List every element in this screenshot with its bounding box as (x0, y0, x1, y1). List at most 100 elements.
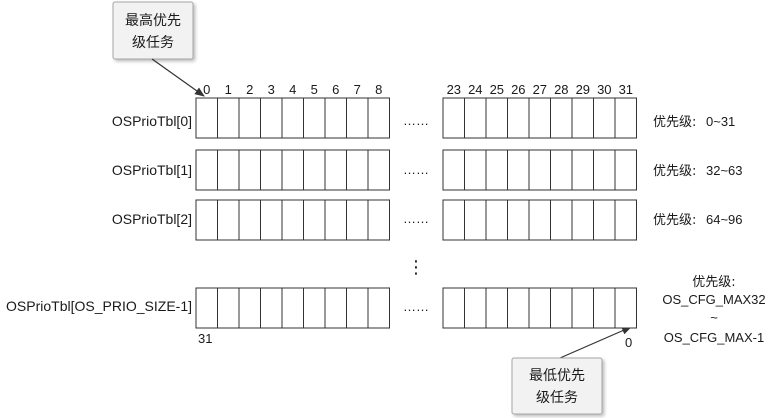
bit-cell (593, 97, 616, 139)
row-range-label: 优先级: (653, 164, 696, 179)
row-cells-left (195, 199, 390, 241)
priority-table-rows: OSPrioTbl[0] …… 优先级: 0~31 OSPrioTbl[1] …… (6, 97, 766, 350)
bit-cell (303, 199, 326, 241)
bit-cell (195, 199, 218, 241)
row-ellipsis: …… (403, 113, 429, 128)
lowest-callout-arrow (559, 326, 632, 359)
bit-cell (593, 287, 616, 329)
lowest-callout-line1: 最低优先 (529, 368, 585, 384)
bit-cell (217, 97, 240, 139)
bit-index-label: 7 (354, 82, 361, 97)
bit-cell (442, 287, 465, 329)
bit-cell (507, 149, 530, 191)
bit-cell (507, 199, 530, 241)
bit-cell (507, 287, 530, 329)
bit-cell (281, 97, 304, 139)
bit-cell (195, 97, 218, 139)
last-range-from: OS_CFG_MAX32 (662, 292, 765, 307)
bit-cell (528, 199, 551, 241)
row-2: OSPrioTbl[2] …… 优先级: 64~96 (112, 199, 743, 241)
row-range-value: 0~31 (706, 114, 735, 129)
bit-cell (614, 97, 637, 139)
bit-cell (346, 149, 369, 191)
bit-cell (260, 199, 283, 241)
bit-cell (571, 97, 594, 139)
bit-cell (238, 287, 261, 329)
vertical-ellipsis: ⋮ (407, 257, 425, 277)
bit-cell (442, 97, 465, 139)
bit-cell (217, 287, 240, 329)
row-range-label: 优先级: (653, 115, 696, 130)
bit-cell (303, 287, 326, 329)
bottom-right-number: 0 (625, 335, 632, 350)
bit-index-label: 1 (225, 82, 232, 97)
bit-cell (238, 97, 261, 139)
row-label: OSPrioTbl[0] (112, 113, 192, 129)
bit-index-label: 30 (597, 82, 611, 97)
bit-cell (442, 149, 465, 191)
row-label: OSPrioTbl[2] (112, 211, 192, 227)
bit-cell (464, 97, 487, 139)
bit-cell (593, 199, 616, 241)
bit-cell (346, 97, 369, 139)
row-label: OSPrioTbl[OS_PRIO_SIZE-1] (6, 298, 192, 314)
row-last: OSPrioTbl[OS_PRIO_SIZE-1] …… 优先级: OS_CFG… (6, 275, 766, 345)
highest-callout-line2: 级任务 (132, 35, 174, 51)
bit-cell (324, 199, 347, 241)
bit-index-label: 25 (490, 82, 504, 97)
bit-cell (614, 199, 637, 241)
bit-cell (324, 149, 347, 191)
highest-callout-arrow (151, 58, 205, 97)
bit-cell (528, 149, 551, 191)
bit-index-label: 31 (619, 82, 633, 97)
bit-cell (217, 149, 240, 191)
bit-index-label: 3 (268, 82, 275, 97)
bit-cell (442, 199, 465, 241)
row-cells-right (442, 149, 637, 191)
row-ellipsis: …… (403, 162, 429, 177)
bit-cell (571, 287, 594, 329)
bit-cell (303, 149, 326, 191)
bit-cell (550, 149, 573, 191)
row-0: OSPrioTbl[0] …… 优先级: 0~31 (112, 97, 735, 139)
bit-cell (260, 287, 283, 329)
bit-cell (367, 97, 390, 139)
last-range-tilde: ~ (710, 310, 718, 325)
row-1: OSPrioTbl[1] …… 优先级: 32~63 (112, 149, 743, 191)
row-range-label: 优先级: (653, 213, 696, 228)
lowest-callout-line2: 级任务 (536, 390, 578, 406)
bit-cell (528, 287, 551, 329)
bit-cell (485, 97, 508, 139)
bit-index-label: 6 (332, 82, 339, 97)
row-cells-right (442, 97, 637, 139)
bit-cell (367, 199, 390, 241)
bit-cell (593, 149, 616, 191)
bit-cell (464, 149, 487, 191)
row-ellipsis: …… (403, 299, 429, 314)
bit-cell (367, 149, 390, 191)
bit-cell (238, 149, 261, 191)
bit-index-label: 2 (246, 82, 253, 97)
row-cells-right (442, 199, 637, 241)
bit-cell (324, 287, 347, 329)
bit-cell (303, 97, 326, 139)
bit-cell (281, 149, 304, 191)
bit-cell (281, 199, 304, 241)
bit-cell (571, 199, 594, 241)
bit-cell (485, 287, 508, 329)
bit-cell (550, 97, 573, 139)
bit-cell (464, 287, 487, 329)
bit-cell (464, 199, 487, 241)
bit-cell (614, 149, 637, 191)
last-range-label: 优先级: (692, 275, 735, 290)
bit-cell (528, 97, 551, 139)
row-cells-right (442, 287, 637, 329)
row-range-value: 64~96 (706, 212, 743, 227)
bit-cell (195, 149, 218, 191)
bit-cell (346, 287, 369, 329)
highest-callout-line1: 最高优先 (125, 12, 181, 29)
bit-cell (260, 97, 283, 139)
